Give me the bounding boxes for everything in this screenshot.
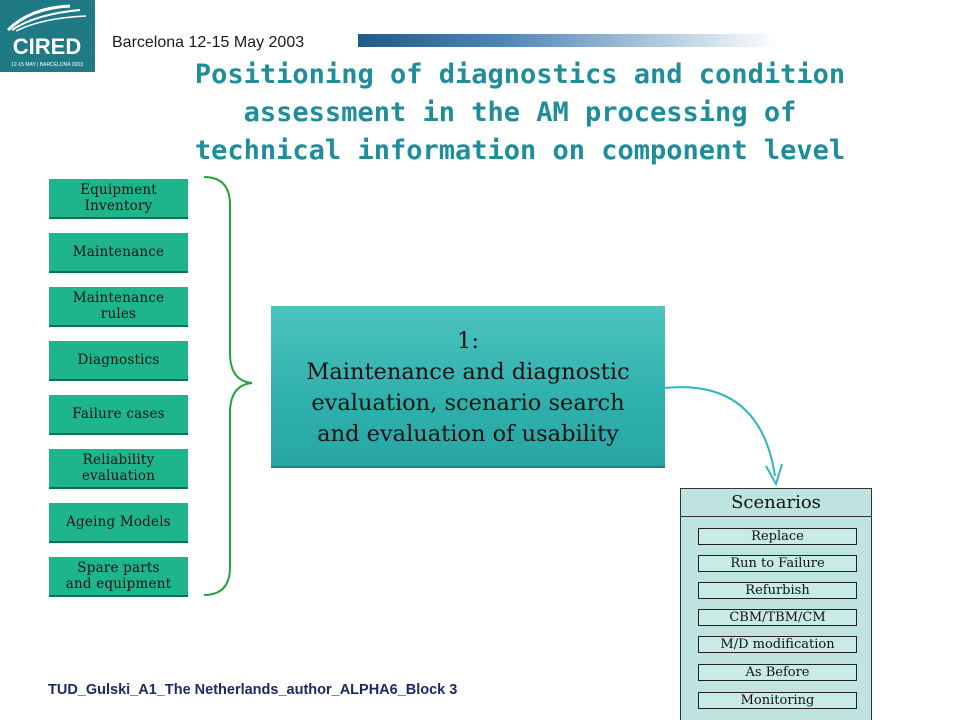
scenarios-panel: Scenarios Replace Run to Failure Refurbi… [680, 488, 872, 720]
conference-header: Barcelona 12-15 May 2003 [112, 34, 305, 51]
flow-arrow [663, 386, 783, 487]
input-box-equipment-inventory: Equipment Inventory [49, 179, 188, 219]
scenario-as-before: As Before [698, 664, 857, 681]
cired-logo: CIRED 12-15 MAY | BARCELONA 2003 [0, 0, 95, 72]
header-gradient-bar [358, 34, 778, 47]
input-box-maintenance-rules: Maintenance rules [49, 287, 188, 327]
input-box-ageing-models: Ageing Models [49, 503, 188, 543]
scenario-replace: Replace [698, 528, 857, 545]
footer-reference: TUD_Gulski_A1_The Netherlands_author_ALP… [48, 682, 458, 698]
input-box-maintenance: Maintenance [49, 233, 188, 273]
scenario-md-modification: M/D modification [698, 636, 857, 653]
grouping-brace [203, 176, 253, 596]
cired-logo-graphic: CIRED 12-15 MAY | BARCELONA 2003 [6, 4, 87, 68]
page-title: Positioning of diagnostics and condition… [80, 56, 960, 170]
process-line: evaluation, scenario search [311, 390, 625, 416]
evaluation-process-box: 1: Maintenance and diagnostic evaluation… [271, 306, 665, 468]
scenario-monitoring: Monitoring [698, 692, 857, 709]
logo-subtext: 12-15 MAY | BARCELONA 2003 [11, 62, 83, 68]
process-number: 1: [457, 328, 479, 354]
title-line: assessment in the AM processing of [243, 97, 797, 128]
scenario-cbm-tbm-cm: CBM/TBM/CM [698, 609, 857, 626]
process-line: Maintenance and diagnostic [306, 359, 630, 385]
input-box-failure-cases: Failure cases [49, 395, 188, 435]
process-line: and evaluation of usability [317, 421, 619, 447]
title-line: Positioning of diagnostics and condition [194, 59, 846, 90]
input-box-diagnostics: Diagnostics [49, 341, 188, 381]
input-box-reliability-evaluation: Reliability evaluation [49, 449, 188, 489]
scenarios-title: Scenarios [681, 489, 871, 517]
title-line: technical information on component level [194, 135, 846, 166]
logo-text: CIRED [13, 34, 81, 59]
scenario-refurbish: Refurbish [698, 582, 857, 599]
input-box-spare-parts: Spare parts and equipment [49, 557, 188, 597]
scenario-run-to-failure: Run to Failure [698, 555, 857, 572]
